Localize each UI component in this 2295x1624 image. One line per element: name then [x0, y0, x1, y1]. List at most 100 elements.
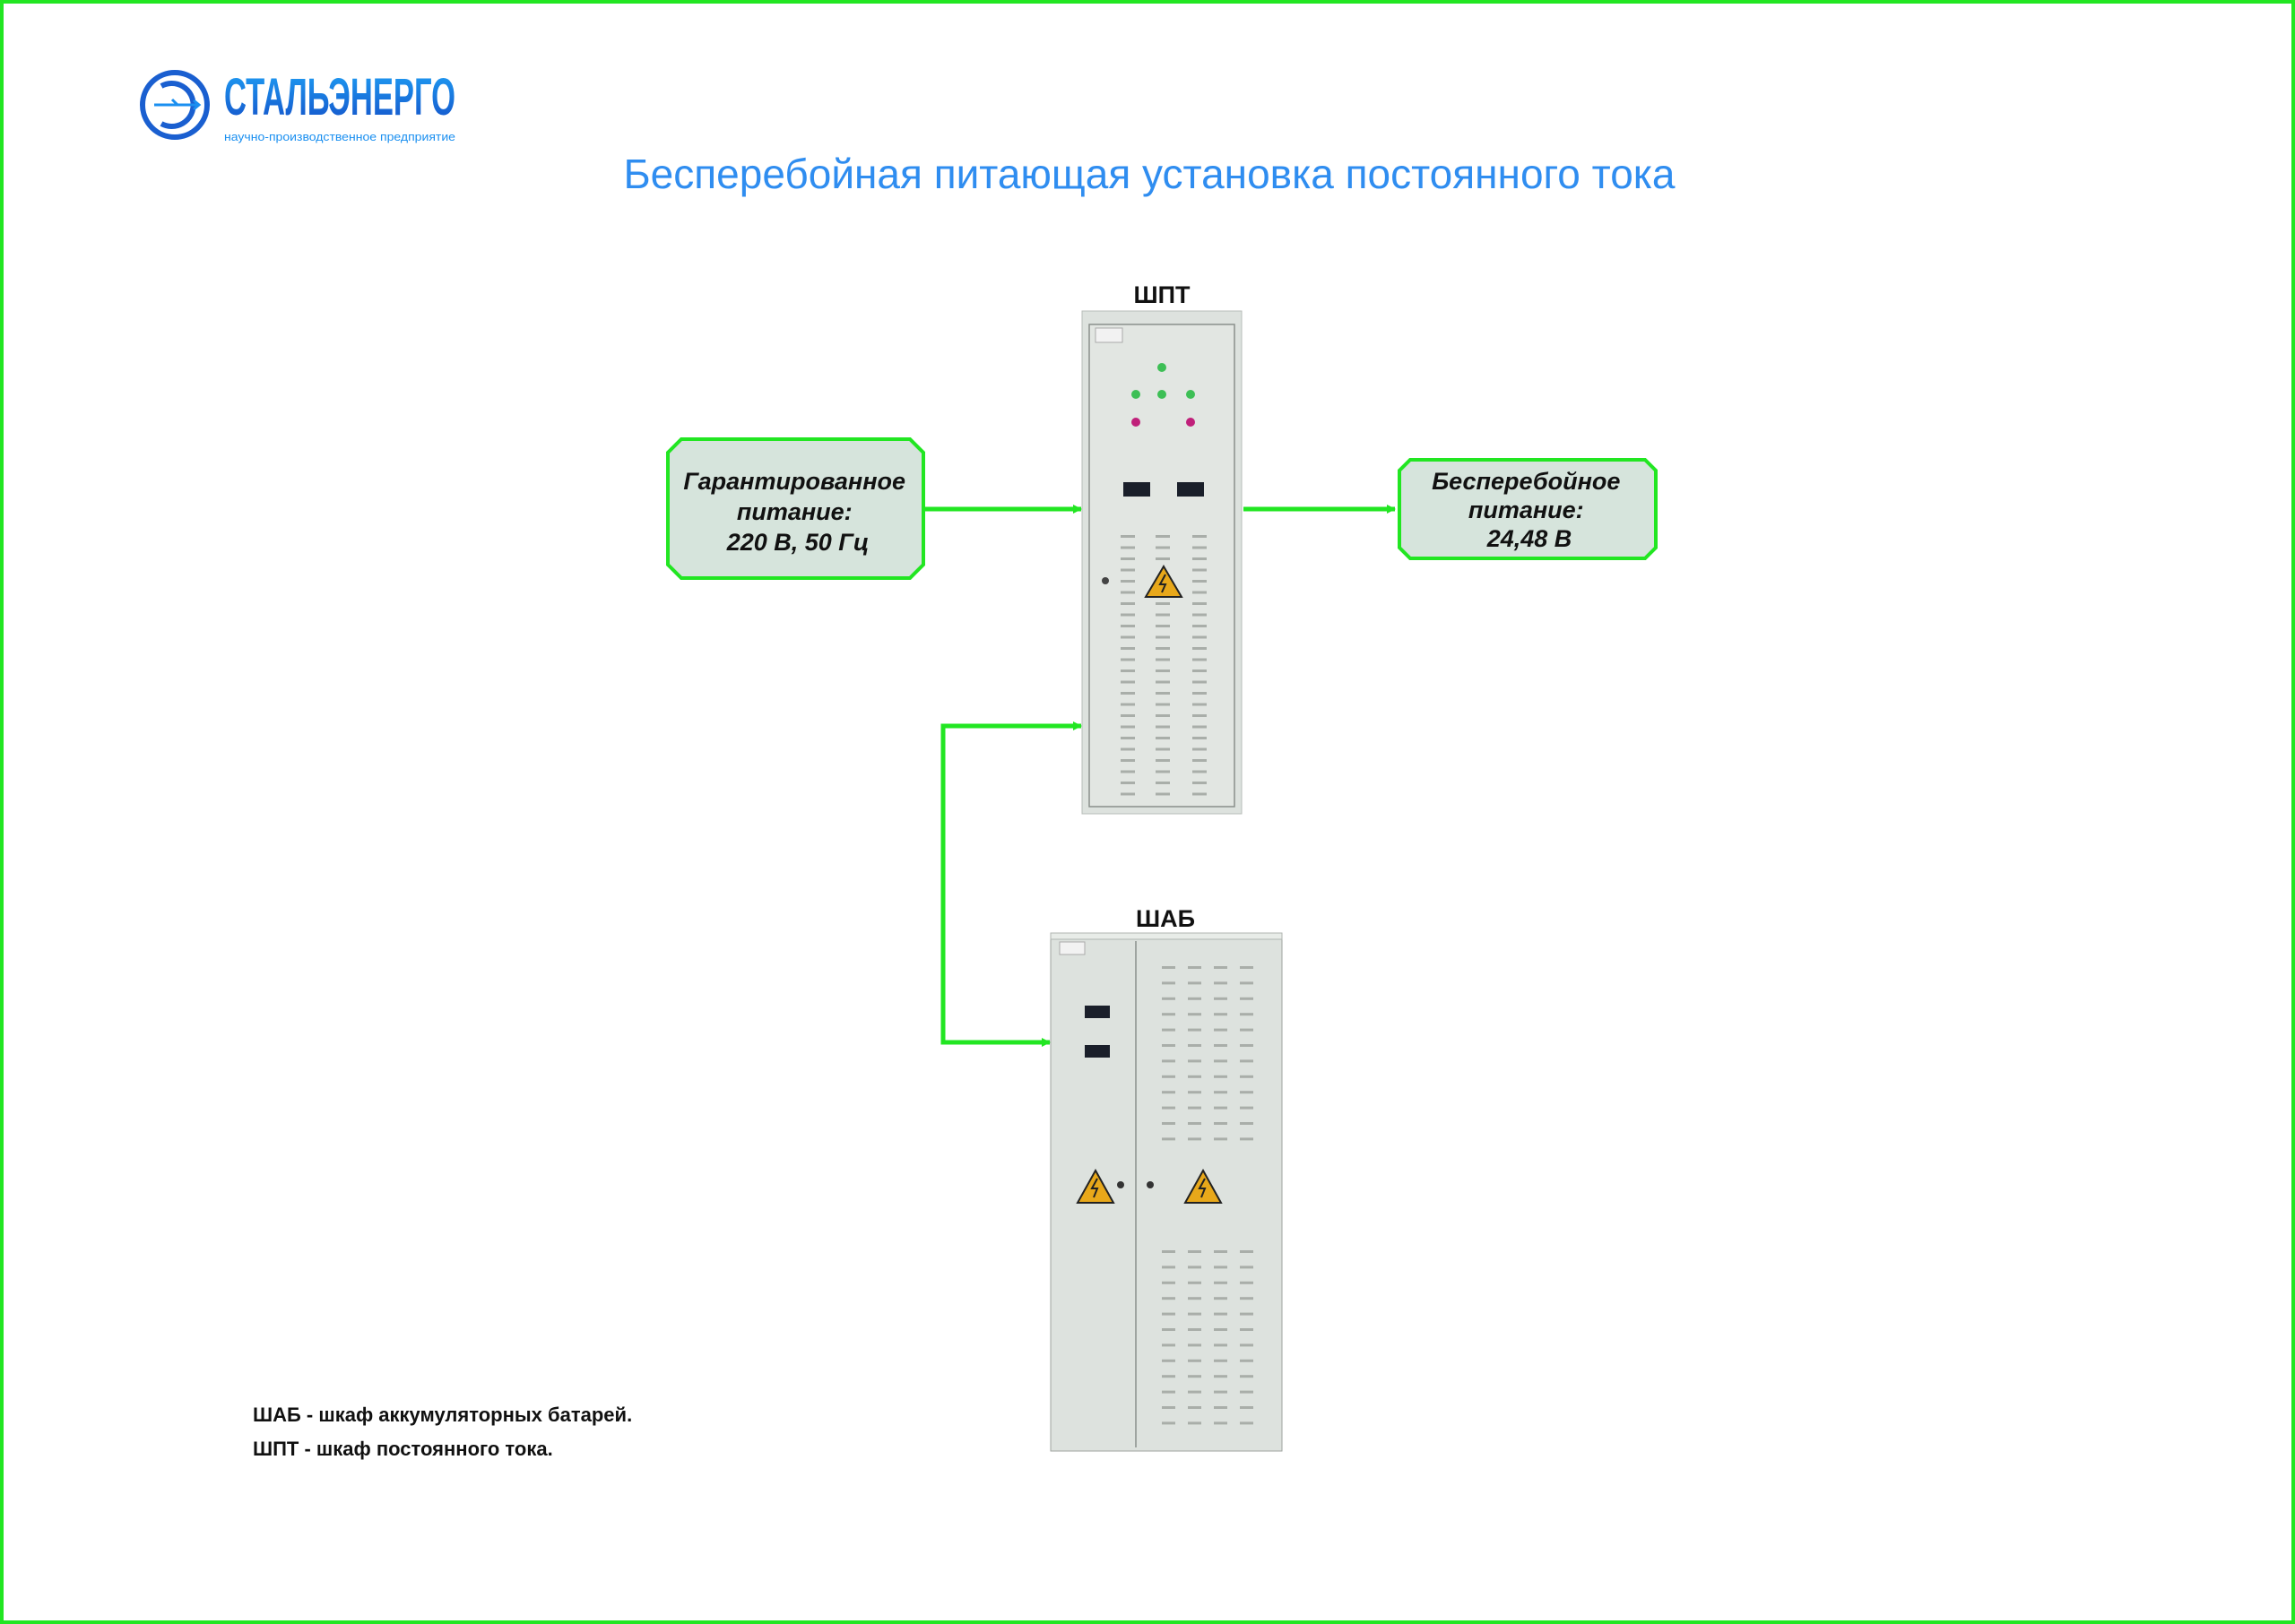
vent-louver: [1240, 1028, 1253, 1032]
svg-text:Гарантированное питание:: Гарантированное питание: 220 В, 50 Гц: [683, 468, 912, 556]
indicator-light-green: [1157, 390, 1166, 399]
company-logo: СТАЛЬЭНЕРГО научно-производственное пред…: [140, 68, 455, 143]
input-line: 220 В, 50 Гц: [726, 529, 870, 556]
vent-louver: [1188, 1281, 1201, 1284]
indicator-light-red: [1186, 418, 1195, 427]
vent-louver: [1156, 535, 1170, 538]
vent-louver: [1192, 759, 1207, 762]
vent-louver: [1121, 737, 1135, 739]
vent-louver: [1156, 725, 1170, 729]
vent-louver: [1121, 591, 1135, 594]
input-line: Гарантированное: [683, 468, 905, 495]
vent-louver: [1192, 625, 1207, 627]
vent-louver: [1214, 1375, 1227, 1378]
vent-louver: [1214, 1028, 1227, 1032]
vent-louver: [1162, 981, 1175, 985]
vent-louver: [1188, 1028, 1201, 1032]
vent-louver: [1162, 1421, 1175, 1425]
vent-louver: [1240, 966, 1253, 969]
shab-label: ШАБ: [1136, 905, 1195, 932]
vent-louver: [1192, 770, 1207, 773]
vent-louver: [1192, 680, 1207, 684]
vent-louver: [1121, 557, 1135, 560]
vent-louver: [1192, 568, 1207, 572]
vent-louver: [1188, 1137, 1201, 1141]
vent-louver: [1192, 714, 1207, 717]
vent-louver: [1121, 770, 1135, 773]
svg-text:Бесперебойное питание:: Бесперебойное питание: 24,48 В: [1432, 468, 1627, 552]
vent-louver: [1162, 1013, 1175, 1016]
vent-louver: [1188, 1122, 1201, 1125]
page-title: Бесперебойная питающая установка постоян…: [623, 151, 1675, 197]
vent-louver: [1192, 792, 1207, 796]
vent-louver: [1240, 1375, 1253, 1378]
vent-louver: [1240, 1328, 1253, 1331]
vent-louver: [1121, 703, 1135, 706]
vent-louver: [1156, 647, 1170, 650]
legend-shab: ШАБ - шкаф аккумуляторных батарей.: [253, 1404, 632, 1426]
vent-louver: [1121, 680, 1135, 684]
vent-louver: [1240, 1421, 1253, 1425]
vent-louver: [1188, 1059, 1201, 1063]
vent-louver: [1162, 997, 1175, 1000]
vent-louver: [1162, 1250, 1175, 1253]
display-meter: [1085, 1006, 1110, 1018]
vent-louver: [1188, 1343, 1201, 1347]
display-meter: [1085, 1045, 1110, 1058]
vent-louver: [1214, 1106, 1227, 1110]
door-handle-icon: [1147, 1181, 1154, 1188]
nameplate: [1095, 327, 1123, 343]
vent-louver: [1188, 1250, 1201, 1253]
vent-louver: [1162, 1359, 1175, 1362]
vent-louver: [1240, 1122, 1253, 1125]
high-voltage-warning-icon: [1144, 565, 1183, 598]
vent-louver: [1156, 792, 1170, 796]
vent-louver: [1214, 1421, 1227, 1425]
vent-louver: [1214, 1406, 1227, 1409]
logo-name: СТАЛЬЭНЕРГО: [224, 68, 455, 126]
vent-louver: [1192, 658, 1207, 661]
vent-louver: [1162, 1075, 1175, 1078]
output-power-box: Бесперебойное питание: 24,48 В: [1398, 458, 1658, 560]
indicator-light-red: [1131, 418, 1140, 427]
vent-louver: [1121, 635, 1135, 639]
shab-cabinet: [1050, 932, 1283, 1452]
vent-louver: [1214, 1281, 1227, 1284]
vent-louver: [1214, 1343, 1227, 1347]
vent-louver: [1192, 725, 1207, 729]
vent-louver: [1156, 770, 1170, 773]
vent-louver: [1162, 1091, 1175, 1094]
high-voltage-warning-icon: [1183, 1168, 1223, 1204]
vent-louver: [1192, 737, 1207, 739]
vent-louver: [1156, 557, 1170, 560]
vent-louver: [1121, 613, 1135, 617]
vent-louver: [1188, 1297, 1201, 1300]
vent-louver: [1240, 981, 1253, 985]
vent-louver: [1192, 602, 1207, 605]
vent-louver: [1156, 714, 1170, 717]
vent-louver: [1156, 692, 1170, 695]
vent-louver: [1188, 1075, 1201, 1078]
vent-louver: [1188, 1312, 1201, 1316]
vent-louver: [1121, 692, 1135, 695]
vent-louver: [1214, 1122, 1227, 1125]
vent-louver: [1162, 1343, 1175, 1347]
vent-louver: [1214, 1044, 1227, 1047]
vent-louver: [1162, 1044, 1175, 1047]
vent-louver: [1121, 535, 1135, 538]
vent-louver: [1192, 591, 1207, 594]
vent-louver: [1240, 1390, 1253, 1394]
shpt-cabinet: [1081, 310, 1243, 815]
vent-louver: [1162, 1266, 1175, 1269]
vent-louver: [1188, 1328, 1201, 1331]
vent-louver: [1121, 658, 1135, 661]
vent-louver: [1156, 737, 1170, 739]
vent-louver: [1162, 1122, 1175, 1125]
vent-louver: [1192, 535, 1207, 538]
vent-louver: [1188, 1013, 1201, 1016]
vent-louver: [1192, 747, 1207, 751]
vent-louver: [1240, 1137, 1253, 1141]
vent-louver: [1214, 1390, 1227, 1394]
vent-louver: [1188, 1359, 1201, 1362]
